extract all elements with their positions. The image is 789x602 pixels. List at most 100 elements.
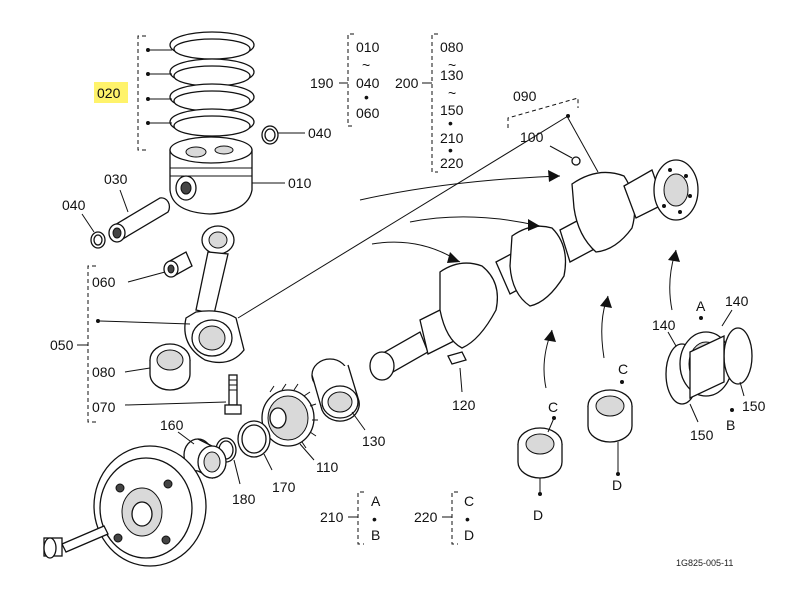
group-190-top: 010 (356, 39, 380, 55)
crankshaft-bushing (311, 358, 360, 422)
mark-c-right-dot (620, 380, 624, 384)
group-200-b: 130 (440, 67, 464, 83)
label-020-highlight (94, 82, 128, 103)
leader-060 (127, 271, 166, 283)
leader-180 (233, 459, 241, 485)
group-190-mid: 040 (356, 75, 380, 91)
circlip-right (261, 125, 279, 145)
group-220-bottom: D (464, 527, 474, 543)
crankshaft (369, 159, 699, 381)
leader-150-left (689, 403, 699, 423)
leader-130 (351, 411, 366, 431)
piston-rings (169, 31, 255, 137)
label-190: 190 (310, 75, 334, 91)
assembly-arrows (359, 170, 680, 389)
main-bearing-left (517, 427, 563, 479)
label-030: 030 (104, 171, 128, 187)
figure-code: 1G825-005-11 (676, 558, 733, 568)
label-080: 080 (92, 364, 116, 380)
label-010: 010 (288, 175, 312, 191)
label-070: 070 (92, 399, 116, 415)
label-130: 130 (362, 433, 386, 449)
piston (169, 136, 253, 215)
label-040-left: 040 (62, 197, 86, 213)
label-050: 050 (50, 337, 74, 353)
thrust-bearing-assembly (665, 327, 753, 405)
group-210-top: A (371, 493, 381, 509)
group-220-top: C (464, 493, 474, 509)
crank-gear (261, 383, 318, 449)
leader-140-right (721, 309, 733, 327)
group-190-tilde: ~ (362, 57, 370, 73)
label-150-left: 150 (690, 427, 714, 443)
leader-c-left (547, 417, 555, 433)
label-170: 170 (272, 479, 296, 495)
big-end-bearing (149, 343, 191, 391)
crank-pulley (93, 445, 207, 567)
leader-030 (119, 189, 129, 213)
group-190: 190 010 ~ 040 • 060 (310, 33, 380, 127)
label-180: 180 (232, 491, 256, 507)
crank-group-bracket (507, 97, 579, 128)
label-140-right: 140 (725, 293, 749, 309)
mark-c-right: C (618, 361, 628, 377)
label-160: 160 (160, 417, 184, 433)
leader-120 (459, 367, 463, 393)
group-210-dot: • (372, 511, 377, 527)
pulley-bolt (43, 525, 109, 559)
group-200: 200 080 ~ 130 ~ 150 • 210 • 220 (395, 33, 464, 173)
group-220: 220 C • D (414, 491, 474, 545)
leader-170 (263, 453, 273, 471)
label-100: 100 (520, 129, 544, 145)
mark-a-dot (699, 316, 703, 320)
group-200-c: 150 (440, 102, 464, 118)
leader-rod-to-crank (237, 115, 569, 319)
group-200-tilde1: ~ (448, 57, 456, 73)
label-110: 110 (316, 459, 339, 475)
small-end-bushing (163, 251, 193, 278)
mark-a: A (696, 298, 706, 314)
label-140-left: 140 (652, 317, 676, 333)
leader-040-left (81, 213, 95, 233)
rod-bolt (224, 374, 242, 415)
group-220-dot: • (465, 511, 470, 527)
label-220: 220 (414, 509, 438, 525)
plug (571, 156, 581, 166)
label-200: 200 (395, 75, 419, 91)
label-150-right: 150 (742, 398, 766, 414)
mark-d-right: D (612, 477, 622, 493)
label-020: 020 (97, 85, 121, 101)
group-190-bottom: 060 (356, 105, 380, 121)
collar (183, 438, 227, 480)
feather-key (447, 351, 467, 365)
leader-100 (549, 145, 573, 159)
leader-110 (299, 443, 315, 461)
leader-090 (567, 117, 599, 173)
connecting-rod (184, 225, 245, 364)
mark-b-dot (730, 408, 734, 412)
mark-b: B (726, 417, 735, 433)
leader-070 (124, 401, 227, 406)
ring-group-bracket (137, 35, 172, 151)
group-190-dot: • (364, 89, 369, 105)
label-210: 210 (320, 509, 344, 525)
group-200-e: 220 (440, 155, 464, 171)
main-bearing-right (587, 389, 633, 443)
piston-pin (108, 197, 171, 243)
group-200-dot2: • (448, 142, 453, 158)
group-210-bottom: B (371, 527, 380, 543)
leader-080 (124, 367, 151, 373)
mark-d-left: D (533, 507, 543, 523)
group-200-a: 080 (440, 39, 464, 55)
circlip-left (90, 231, 106, 249)
leader-140-left (667, 331, 677, 347)
group-210: 210 A • B (320, 491, 381, 545)
o-ring (237, 420, 271, 458)
group-200-dot1: • (448, 115, 453, 131)
label-120: 120 (452, 397, 476, 413)
mark-c-left: C (548, 399, 558, 415)
group-200-tilde2: ~ (448, 85, 456, 101)
leader-150-right (739, 381, 745, 397)
label-060: 060 (92, 274, 116, 290)
